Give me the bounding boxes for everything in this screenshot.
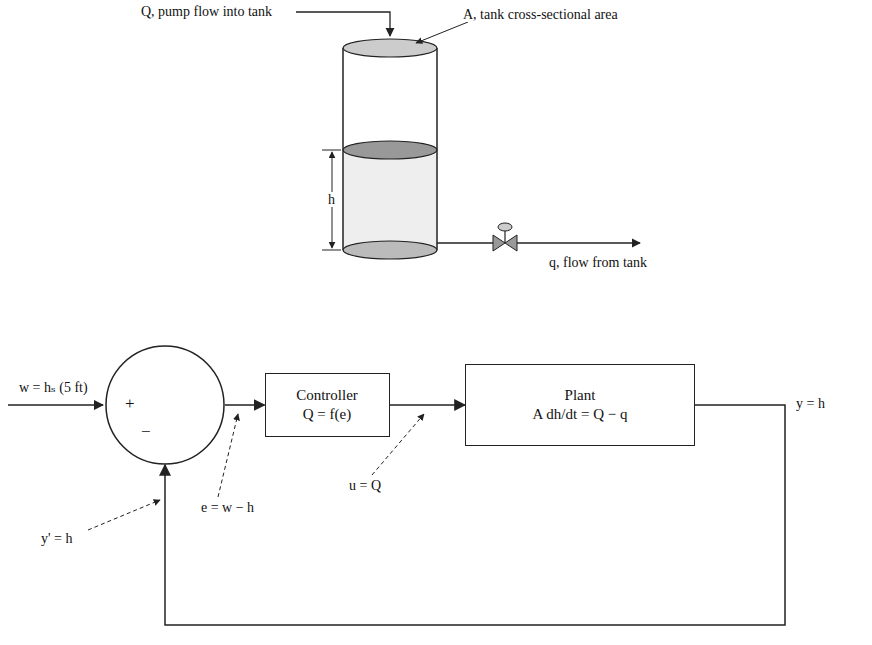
dashed-leader [88,500,160,530]
reference-label: w = hₛ (5 ft) [18,379,89,397]
inflow-label: Q, pump flow into tank [140,3,273,21]
edge-label-text: u = Q [348,478,382,493]
label-text: w = hₛ (5 ft) [18,380,89,395]
block-title: Plant [565,386,596,406]
signal-label: e = w − h [200,499,255,517]
valve-symbol [505,235,517,251]
signal-connector [225,404,265,406]
dashed-leader [218,414,238,497]
label-text: h [327,192,336,207]
signal-label: y' = h [40,530,73,548]
tank-top [343,39,437,57]
plant-block: PlantA dh/dt = Q − q [465,364,695,446]
area-label: A, tank cross-sectional area [462,6,619,24]
outflow-arrow [517,242,640,243]
label-text: q, flow from tank [548,255,648,270]
summing-circle [106,346,224,464]
label-text: y = h [795,396,826,411]
valve-handle [498,223,512,231]
dimension-label: h [327,191,336,209]
junction-outline [105,345,225,465]
label-text: Q, pump flow into tank [140,4,273,19]
tank-bottom [343,241,437,259]
valve-symbol [493,235,505,251]
inflow-arrow [296,12,390,36]
outlet-pipe [437,242,493,243]
block-title: + [125,393,135,415]
valve-stem [504,231,505,243]
block-text: A dh/dt = Q − q [533,405,628,425]
controller-block: ControllerQ = f(e) [265,373,390,437]
block-title: Controller [296,386,358,406]
dimension-tick [322,150,341,151]
liquid-body [343,150,437,250]
label-text: A, tank cross-sectional area [462,7,619,22]
block-text: − [141,421,151,443]
liquid-surface [343,141,437,159]
dimension-tick [322,250,341,251]
outflow-label: q, flow from tank [548,254,648,272]
output-label: y = h [795,395,826,413]
leader-line [416,22,468,43]
edge-label-text: y' = h [40,531,73,546]
block-text: Q = f(e) [303,405,351,425]
edge-label-text: e = w − h [200,500,255,515]
summing-junction: +− [105,345,225,465]
signal-connector [390,404,466,406]
reference-input-line [8,404,103,406]
signal-label: u = Q [348,477,382,495]
